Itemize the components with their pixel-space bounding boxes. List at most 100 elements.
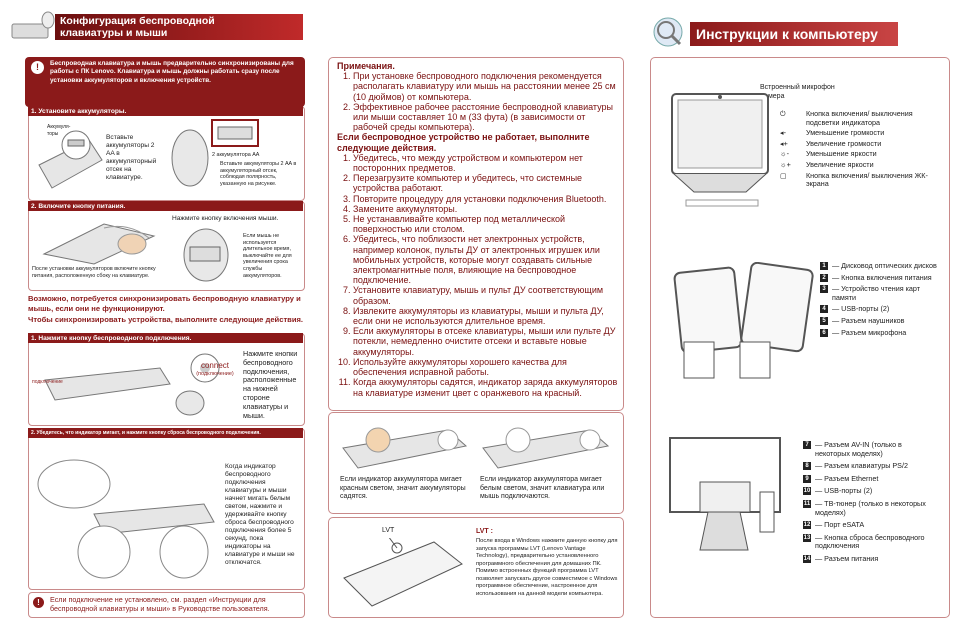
troubleshoot-step: Убедитесь, что между устройством и компь… [353, 153, 619, 173]
troubleshoot-step: Не устанавливайте компьютер под металлич… [353, 214, 619, 234]
front-item-label: Кнопка включения/ выключения подсветки и… [806, 109, 913, 127]
step1-mouse-text: Вставьте аккумуляторы 2 AA в аккумулятор… [220, 161, 297, 187]
rear-item-number: 7 [803, 441, 811, 449]
rear-item-label: — Порт eSATA [815, 520, 865, 530]
mouse-battery-illustration [168, 118, 260, 196]
title-line-2: клавиатуры и мыши [60, 26, 168, 39]
rear-computer-illustration [660, 432, 800, 552]
front-item-label: Уменьшение громкости [806, 128, 885, 138]
step4-title: 2. Убедитесь, что индикатор мигает, и на… [31, 430, 261, 436]
left-header-icon [8, 10, 56, 46]
front-item-power: ⏻ Кнопка включения/ выключения подсветки … [780, 109, 930, 127]
left-title-bar [55, 14, 303, 40]
connect-label: connect (подключение) [192, 362, 238, 378]
lvt-label: LVT [382, 527, 395, 534]
step1-kbd-text: Вставьте аккумуляторы 2 AA в аккумулятор… [106, 134, 157, 181]
rear-item-number: 8 [803, 462, 811, 471]
troubleshoot-title: Если беспроводное устройство не работает… [337, 132, 590, 153]
side-item-number: 2 [820, 273, 828, 282]
troubleshoot-step: Перезагрузите компьютер и убедитесь, что… [353, 173, 619, 193]
volume-down-icon: ◂- [780, 128, 787, 138]
lvt-text: После входа в Windows нажмите данную кно… [476, 538, 618, 597]
led-white-illustration [478, 418, 614, 472]
sync-text-1: Возможно, потребуется синхронизировать б… [28, 294, 301, 313]
side-item-number: 5 [820, 316, 828, 325]
rear-item-label: — Разъем Ethernet [815, 473, 879, 483]
step1-header: 1. Установите аккумуляторы. [28, 106, 303, 116]
front-item-vol-down: ◂- Уменьшение громкости [780, 129, 930, 138]
side-item-label: — Разъем микрофона [832, 327, 907, 337]
side-item-number: 1 [820, 262, 828, 270]
front-item-bright-down: ☼- Уменьшение яркости [780, 150, 930, 159]
note-item: При установке беспроводного подключения … [353, 71, 619, 102]
led-box [328, 412, 624, 514]
rear-item: 12 — Порт eSATA [803, 521, 945, 530]
volume-up-icon: ◂+ [780, 138, 788, 148]
side-item-number: 6 [820, 328, 828, 337]
led-white-text: Если индикатор аккумулятора мигает белым… [480, 476, 605, 501]
step2-title: 2. Включите кнопку питания. [31, 202, 126, 210]
lcd-power-icon: ▢ [780, 170, 787, 180]
side-item: 1 — Дисковод оптических дисков [820, 261, 945, 271]
led-red-text: Если индикатор аккумулятора мигает красн… [340, 476, 466, 501]
rear-item-number: 12 [803, 521, 811, 530]
power-light-icon: ⏻ [780, 109, 786, 118]
side-item: 5— Разъем наушников [820, 316, 945, 326]
connect-left-label: подключение [32, 379, 63, 385]
front-computer-illustration [664, 88, 776, 216]
troubleshoot-step: Повторите процедуру для установки подклю… [353, 194, 619, 204]
front-item-label: Увеличение громкости [806, 138, 882, 148]
troubleshoot-step: Используйте аккумуляторы хорошего качест… [353, 357, 619, 377]
step4-text: Когда индикатор беспроводного подключени… [225, 463, 295, 566]
side-item: 6 — Разъем микрофона [820, 327, 945, 338]
troubleshoot-step: Извлеките аккумуляторы из клавиатуры, мы… [353, 306, 619, 326]
front-item-label: Уменьшение яркости [806, 149, 877, 159]
step3-text: Нажмите кнопки беспроводного подключения… [243, 349, 298, 420]
rear-item-number: 9 [803, 474, 811, 483]
step1-kbd-callout: Аккумуля-торы [47, 124, 71, 137]
rear-item: 13 — Кнопка сброса беспроводного подключе… [803, 532, 945, 551]
front-item-label: Кнопка включения/ выключения ЖК-экрана [806, 170, 928, 189]
rear-item-number: 13 [803, 533, 811, 542]
info-icon: ! [31, 61, 44, 74]
side-item: 4— USB-порты (2) [820, 305, 945, 314]
notes-title: Примечания. [337, 61, 395, 71]
connect-label-text: connect [200, 361, 230, 370]
keyboard-connect-illustration [40, 348, 235, 420]
step2-kbd-text: После установки аккумуляторов включите к… [32, 266, 156, 279]
left-title: Конфигурация беспроводной клавиатуры и м… [60, 15, 215, 39]
step1-title: 1. Установите аккумуляторы. [31, 107, 127, 115]
rear-item-label: — Разъем питания [815, 553, 879, 563]
brightness-up-icon: ☼+ [780, 159, 791, 169]
side-item-number: 3 [820, 285, 828, 294]
rear-item-label: — ТВ-тюнер (только в некоторых моделях) [815, 498, 926, 517]
side-item: 3— Устройство чтения карт памяти [820, 284, 945, 302]
side-item-label: — Кнопка включения питания [832, 272, 932, 282]
connect-label-sub: (подключение) [196, 371, 234, 377]
rear-item: 14— Разъем питания [803, 553, 945, 564]
step2-mouse-title: Нажмите кнопку включения мыши. [172, 215, 279, 222]
troubleshoot-step: Убедитесь, что поблизости нет электронны… [353, 234, 619, 285]
rear-item-label: — Кнопка сброса беспроводного подключени… [815, 532, 925, 551]
brightness-down-icon: ☼- [780, 149, 789, 159]
rear-item-label: — Разъем клавиатуры PS/2 [815, 461, 908, 471]
troubleshoot-step: Когда аккумуляторы садятся, индикатор за… [353, 377, 619, 397]
step2-header: 2. Включите кнопку питания. [28, 201, 303, 211]
step3-header: 1. Нажмите кнопку беспроводного подключе… [28, 333, 303, 343]
lvt-box [328, 517, 624, 618]
rear-item: 10— USB-порты (2) [803, 487, 945, 496]
side-items: 1 — Дисковод оптических дисков 2 — Кнопка … [820, 261, 945, 340]
front-item-vol-up: ◂+ Увеличение громкости [780, 138, 930, 149]
side-item-number: 4 [820, 305, 828, 314]
front-items: ⏻ Кнопка включения/ выключения подсветки … [780, 109, 930, 191]
step1-mouse-label: 2 аккумулятора AA [212, 152, 260, 158]
keyboard-power-illustration [34, 214, 164, 266]
troubleshoot-step: Если аккумуляторы в отсеке клавиатуры, м… [353, 326, 619, 357]
side-item-label: — Дисковод оптических дисков [832, 261, 937, 270]
right-content-box [650, 57, 950, 618]
troubleshoot-step: Установите клавиатуру, мышь и пульт ДУ с… [353, 285, 619, 305]
rear-item: 9 — Разъем Ethernet [803, 473, 945, 484]
rear-item-label: — Разъем AV-IN (только в некоторых модел… [815, 440, 902, 458]
reset-illustration [34, 444, 219, 584]
lvt-keyboard-illustration [342, 538, 464, 610]
